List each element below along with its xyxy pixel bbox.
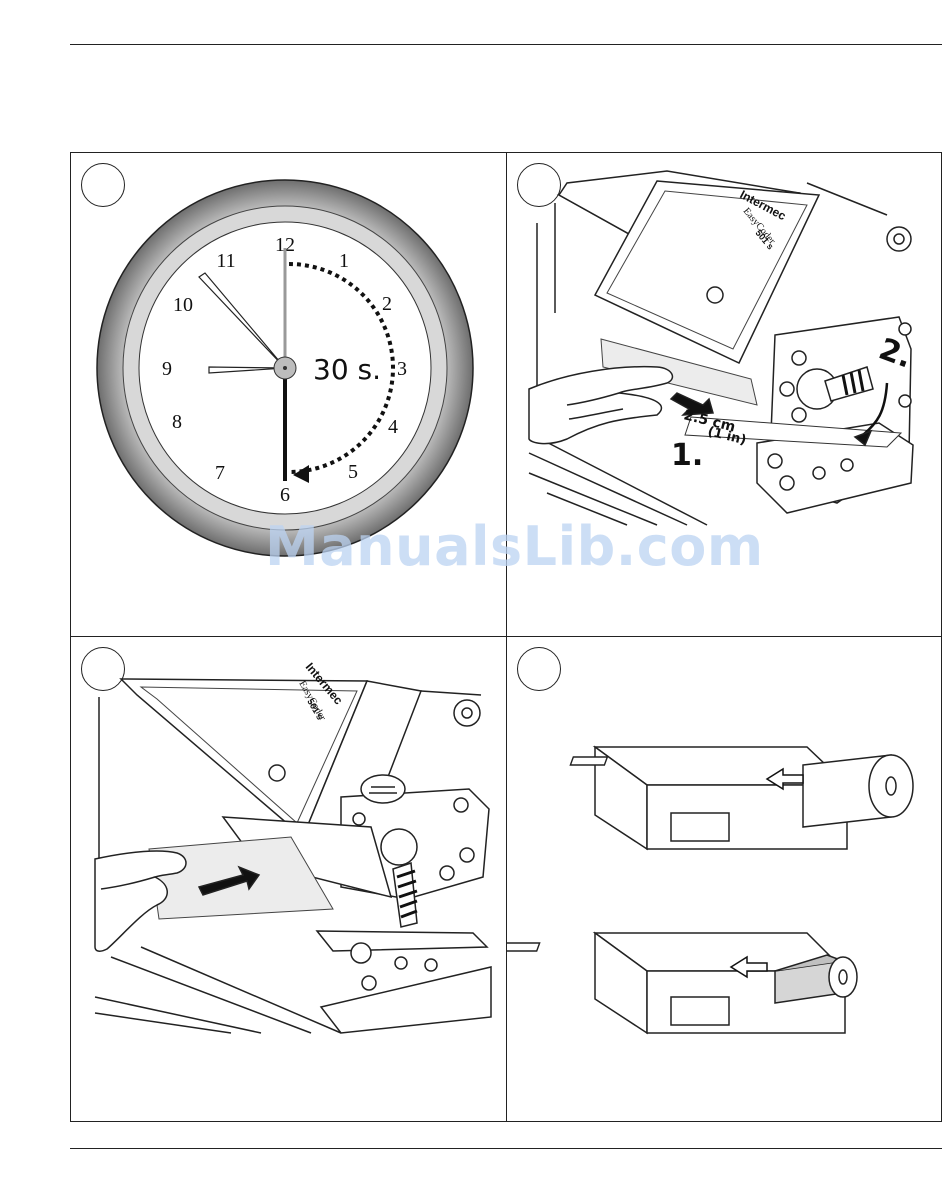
clock-number-9: 9 [162, 358, 172, 380]
top-rule [70, 44, 942, 45]
step-1-marker: 1. [671, 438, 703, 473]
clock-number-11: 11 [216, 250, 235, 272]
clock-number-8: 8 [172, 411, 182, 433]
clock-number-7: 7 [215, 462, 225, 484]
clock-number-1: 1 [339, 250, 349, 272]
clock-number-4: 4 [388, 416, 398, 438]
clock-number-10: 10 [173, 294, 193, 316]
media-roll-loading-illustration [507, 637, 941, 1121]
clock-number-3: 3 [397, 358, 407, 380]
bottom-rule [70, 1148, 942, 1149]
printer-panel-lower [671, 997, 729, 1025]
duration-label: 30 s. [313, 353, 381, 386]
label-removal-illustration: Intermec EasyCoder 501 s [71, 637, 507, 1121]
clock-hub-pin [283, 366, 287, 370]
clock-number-6: 6 [280, 484, 290, 506]
printer-panel-upper [671, 813, 729, 841]
panel-load-media-rolls [507, 637, 941, 1121]
panel-pull-label: Intermec EasyCoder 501 s [71, 637, 507, 1121]
clock-number-5: 5 [348, 461, 358, 483]
figure-grid: 12 1 2 3 4 5 6 7 8 9 10 11 30 s. [70, 152, 942, 1122]
clock-number-2: 2 [382, 293, 392, 315]
watermark-text: ManualsLib.com [265, 515, 764, 578]
